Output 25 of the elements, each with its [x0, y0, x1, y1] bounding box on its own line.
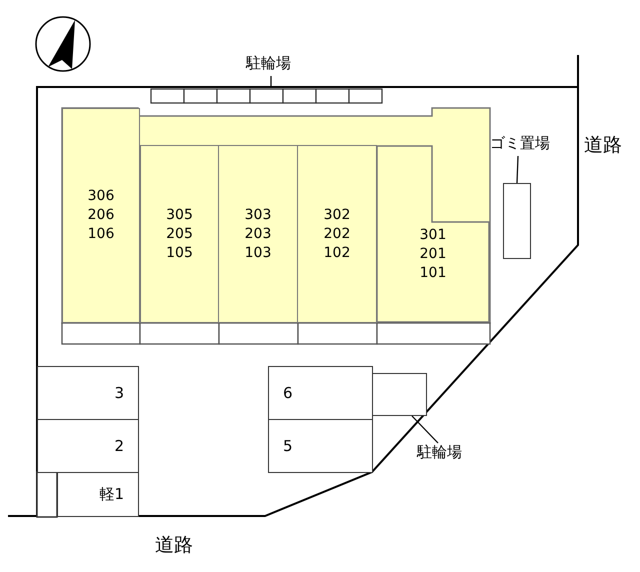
space-number: 5	[283, 437, 293, 455]
leader-line	[516, 156, 519, 184]
parking-space	[268, 419, 373, 473]
space-number: 2	[114, 437, 124, 455]
apartment-unit: 306 206 106	[62, 108, 140, 323]
leader-line	[270, 76, 272, 88]
space-number: 軽1	[99, 485, 124, 504]
parking-space	[57, 472, 139, 517]
apartment-unit: 301 201 101	[376, 145, 490, 323]
apartment-unit: 303 203 103	[218, 145, 298, 323]
area-label: 駐輪場	[246, 54, 298, 74]
bicycle-shed	[372, 373, 427, 416]
leader-line	[412, 416, 438, 444]
road-label: 道路	[584, 133, 622, 158]
apartment-unit: 305 205 105	[140, 145, 219, 323]
apartment-unit: 302 202 102	[297, 145, 377, 323]
garbage-area	[503, 183, 531, 259]
area-label: 駐輪場	[417, 443, 477, 463]
parking-space	[37, 419, 139, 473]
road-label: 道路	[155, 533, 193, 558]
space-number: 6	[283, 384, 293, 402]
space-number: 3	[114, 384, 124, 402]
parking-space	[268, 366, 373, 420]
bicycle-rack	[150, 88, 384, 104]
parking-space	[37, 366, 139, 420]
